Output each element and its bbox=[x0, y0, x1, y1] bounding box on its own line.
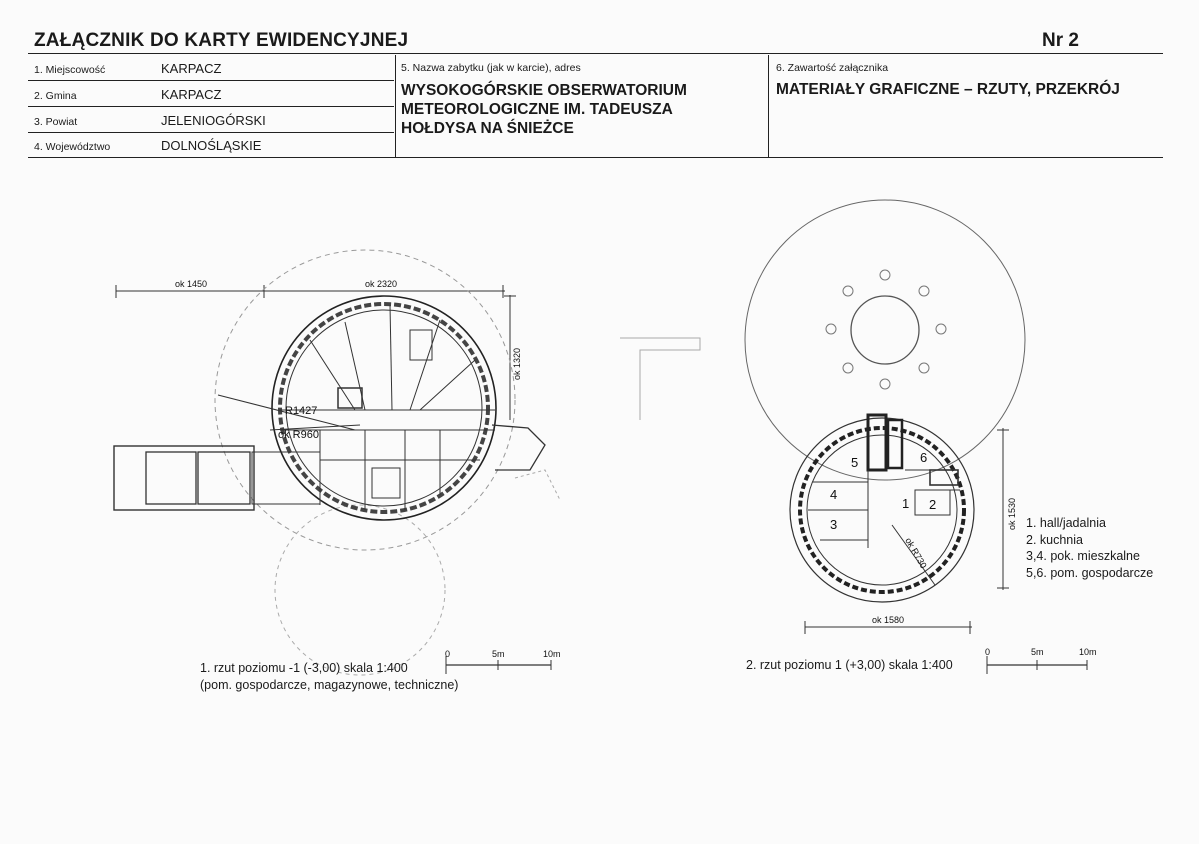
room-number: 5 bbox=[851, 455, 858, 470]
title-rule bbox=[28, 53, 1163, 54]
field-row-powiat: 3. Powiat JELENIOGÓRSKI bbox=[28, 107, 394, 133]
header-table: 1. Miejscowość KARPACZ 2. Gmina KARPACZ … bbox=[28, 55, 1163, 158]
monument-label: 5. Nazwa zabytku (jak w karcie), adres bbox=[401, 62, 581, 74]
legend-item: 5,6. pom. gospodarcze bbox=[1026, 565, 1154, 580]
plan2-caption: 2. rzut poziomu 1 (+3,00) skala 1:400 bbox=[746, 658, 953, 672]
room-number: 4 bbox=[830, 487, 837, 502]
content-value: MATERIAŁY GRAFICZNE – RZUTY, PRZEKRÓJ bbox=[776, 81, 1120, 98]
dimension-label: ok 1580 bbox=[872, 615, 904, 625]
room-number: 3 bbox=[830, 517, 837, 532]
plan-level-minus-1 bbox=[113, 249, 561, 676]
field-value: JELENIOGÓRSKI bbox=[161, 113, 266, 128]
plan1-caption-line: (pom. gospodarcze, magazynowe, techniczn… bbox=[200, 678, 459, 692]
dimension-label: ok 1530 bbox=[1007, 498, 1017, 530]
document-title: ZAŁĄCZNIK DO KARTY EWIDENCYJNEJ bbox=[34, 30, 409, 51]
radius-label: ok R730 bbox=[903, 536, 928, 570]
column-divider bbox=[768, 55, 769, 157]
dimension-label: ok 1320 bbox=[512, 348, 522, 380]
attachment-number: Nr 2 bbox=[1042, 30, 1079, 51]
plan1-caption-line: 1. rzut poziomu -1 (-3,00) skala 1:400 bbox=[200, 661, 408, 675]
legend-item: 2. kuchnia bbox=[1026, 532, 1083, 547]
plan1-caption: 1. rzut poziomu -1 (-3,00) skala 1:400 (… bbox=[200, 660, 458, 694]
field-row-miejscowosc: 1. Miejscowość KARPACZ bbox=[28, 55, 394, 81]
scale-label: 5m bbox=[492, 649, 505, 659]
dimension-label: ok 2320 bbox=[365, 279, 397, 289]
room-legend: 1. hall/jadalnia 2. kuchnia 3,4. pok. mi… bbox=[1026, 515, 1153, 581]
field-value: KARPACZ bbox=[161, 61, 222, 76]
scale-label: 0 bbox=[985, 647, 990, 657]
scale-label: 5m bbox=[1031, 647, 1044, 657]
monument-name: WYSOKOGÓRSKIE OBSERWATORIUM METEOROLOGIC… bbox=[401, 82, 687, 137]
field-label: 3. Powiat bbox=[34, 116, 78, 128]
scale-label: 10m bbox=[1079, 647, 1097, 657]
field-row-wojewodztwo: 4. Województwo DOLNOŚLĄSKIE bbox=[28, 132, 394, 157]
field-label: 1. Miejscowość bbox=[34, 64, 106, 76]
column-divider bbox=[395, 55, 396, 157]
content-label: 6. Zawartość załącznika bbox=[776, 62, 889, 74]
field-value: DOLNOŚLĄSKIE bbox=[161, 138, 262, 153]
plan-level-1 bbox=[620, 199, 1088, 674]
radius-label: R1427 bbox=[285, 405, 317, 417]
dimension-label: ok 1450 bbox=[175, 279, 207, 289]
legend-item: 1. hall/jadalnia bbox=[1026, 516, 1106, 530]
field-row-gmina: 2. Gmina KARPACZ bbox=[28, 81, 394, 107]
field-label: 4. Województwo bbox=[34, 141, 111, 153]
radius-label: ok R960 bbox=[278, 429, 319, 441]
room-number: 1 bbox=[902, 496, 909, 511]
room-number: 6 bbox=[920, 450, 927, 465]
scale-label: 10m bbox=[543, 649, 561, 659]
scale-label: 0 bbox=[445, 649, 450, 659]
field-value: KARPACZ bbox=[161, 87, 222, 102]
room-number: 2 bbox=[929, 497, 936, 512]
field-label: 2. Gmina bbox=[34, 90, 77, 102]
legend-item: 3,4. pok. mieszkalne bbox=[1026, 549, 1140, 563]
